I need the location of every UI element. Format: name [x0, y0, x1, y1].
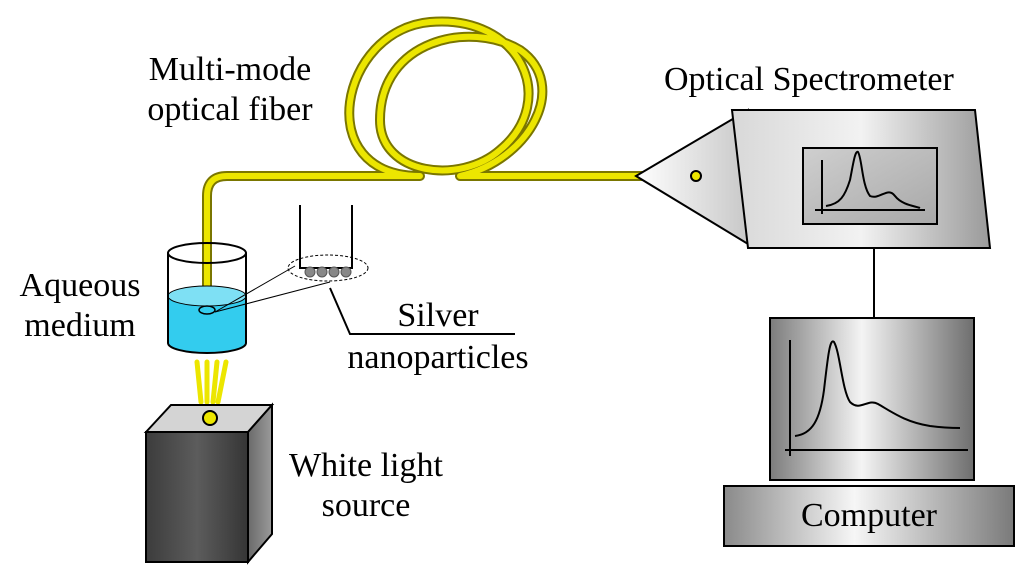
computer-base [723, 485, 1015, 547]
light-label-line1: White light [289, 447, 443, 484]
fiber-label-line1: Multi-mode [148, 51, 312, 88]
fiber-input-port [690, 170, 702, 182]
zoom-callout [214, 205, 515, 335]
computer-monitor [769, 317, 975, 481]
spectrometer-label: Optical Spectrometer [664, 61, 954, 98]
light-label-line2: source [321, 487, 411, 524]
silver-label-line2: nanoparticles [347, 339, 529, 376]
computer [723, 317, 1015, 547]
spectrometer [634, 108, 992, 249]
fiber-label-line2: optical fiber [147, 91, 313, 128]
computer-spectrum-trace [794, 340, 961, 437]
spectrometer-spectrum-trace [825, 150, 921, 209]
beaker [167, 242, 247, 354]
spectrometer-screen [802, 147, 938, 225]
silver-label: Silver nanoparticles [328, 296, 548, 378]
aqueous-label-line2: medium [24, 307, 136, 344]
computer-label: Computer [801, 497, 937, 534]
optical-fiber [202, 16, 701, 315]
white-light-source [143, 402, 275, 565]
light-rays [194, 359, 229, 405]
aqueous-label: Aqueous medium [5, 266, 155, 346]
fiber-label: Multi-mode optical fiber [130, 50, 330, 130]
fiber-tip [198, 305, 216, 315]
aqueous-label-line1: Aqueous [19, 267, 141, 304]
light-source-label: White light source [268, 446, 464, 526]
light-aperture [202, 410, 218, 426]
silver-label-line1: Silver [397, 297, 479, 334]
